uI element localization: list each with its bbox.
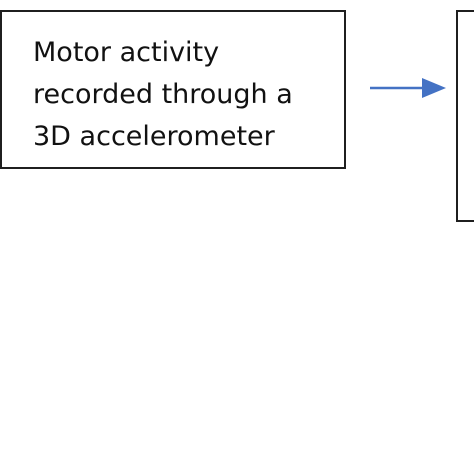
- motor-activity-line-2: recorded through a: [33, 79, 293, 110]
- motor-activity-box: Motor activity recorded through a 3D acc…: [0, 10, 346, 169]
- motor-activity-line-3: 3D accelerometer: [33, 121, 275, 152]
- flow-arrow-head: [422, 78, 446, 98]
- next-step-box: [456, 10, 474, 222]
- flow-arrow: [370, 78, 446, 98]
- motor-activity-line-1: Motor activity: [33, 37, 220, 68]
